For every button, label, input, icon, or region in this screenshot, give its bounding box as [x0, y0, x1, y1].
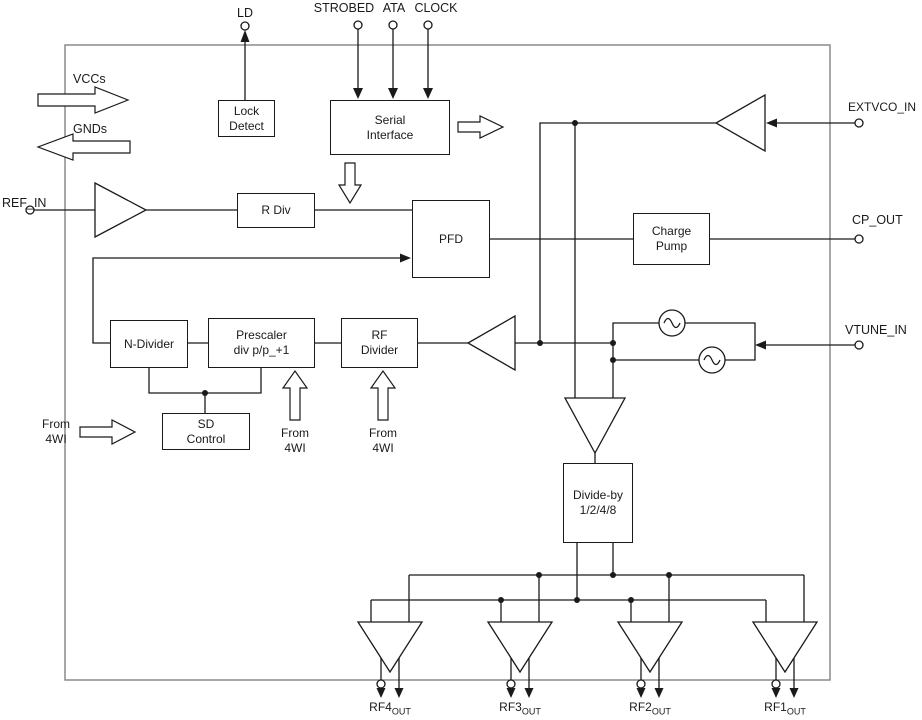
vtune-in-label: VTUNE_IN: [845, 323, 907, 337]
n-divider-block: N-Divider: [110, 320, 188, 368]
rf3-out-text: RF3: [499, 700, 522, 714]
serial-interface-block: Serial Interface: [330, 100, 450, 155]
feedback-to-pfd-wire: [92, 253, 411, 344]
serial-bus-right-arrow-icon: [457, 115, 505, 139]
ref-buffer-icon: [94, 181, 148, 239]
divide-by-block: Divide-by 1/2/4/8: [563, 463, 633, 543]
feedback-buffer-icon: [466, 314, 516, 372]
strobed-pin-label: STROBED: [313, 1, 375, 15]
ata-pin: [388, 20, 398, 99]
rf4-out-label: RF4OUT: [358, 700, 422, 716]
extvco-in-label: EXTVCO_IN: [848, 100, 917, 114]
ld-pin: [240, 21, 250, 100]
clock-pin-label: CLOCK: [414, 1, 458, 15]
rf2-out-label: RF2OUT: [618, 700, 682, 716]
rf1-out-text: RF1: [764, 700, 787, 714]
rf2-buffer-icon: [616, 621, 684, 674]
rf1-buffer-icon: [751, 621, 819, 674]
rf2-output-buffer: [616, 621, 684, 698]
ld-pin-label: LD: [237, 6, 253, 20]
rf3-buffer-icon: [486, 621, 554, 674]
pfd-block: PFD: [412, 200, 490, 278]
vtune-in-pin: [685, 322, 864, 361]
serial-interface-label: Serial Interface: [366, 112, 414, 142]
rf4-out-sub: OUT: [391, 706, 411, 717]
rf3-output-buffer: [486, 621, 554, 698]
n-divider-label: N-Divider: [123, 336, 174, 351]
rf1-out-pin: [771, 679, 781, 689]
charge-pump-block: Charge Pump: [633, 213, 710, 265]
vco-oscillator-icons: [658, 309, 726, 374]
rf3-out-label: RF3OUT: [488, 700, 552, 716]
sd-control-label: SD Control: [186, 416, 226, 446]
chip-boundary: [64, 44, 831, 681]
cp-out-label: CP_OUT: [852, 213, 903, 227]
ata-pin-label: ATA: [382, 1, 406, 15]
rf1-out-label: RF1OUT: [753, 700, 817, 716]
extvco-in-pin: [537, 93, 864, 398]
strobed-pin: [353, 20, 363, 99]
extvco-buffer-icon: [714, 93, 766, 153]
rf2-out-pin: [636, 679, 646, 689]
down-buffer-icon: [563, 397, 627, 455]
vccs-arrow-icon: [37, 86, 130, 114]
rf4-buffer-icon: [356, 621, 424, 674]
from-4wi-label-rfdivider: From 4WI: [369, 426, 397, 455]
sd-control-wires: [148, 368, 262, 413]
sd-control-block: SD Control: [162, 413, 250, 450]
gnds-label: GNDs: [73, 122, 108, 136]
r-div-label: R Div: [261, 203, 291, 217]
rf2-out-sub: OUT: [651, 706, 671, 717]
feedback-chain-wires: [188, 314, 613, 372]
divider-input-buffer: [563, 397, 627, 463]
rf2-out-text: RF2: [629, 700, 652, 714]
serial-bus-down-arrow-icon: [337, 162, 363, 205]
r-div-block: R Div: [237, 193, 315, 228]
ref-in-label: REF_IN: [2, 196, 47, 210]
rf1-output-buffer: [751, 621, 819, 698]
divider-output-wires: [576, 543, 614, 600]
rf1-out-sub: OUT: [786, 706, 806, 717]
from-4wi-label-prescaler: From 4WI: [281, 426, 309, 455]
from-4wi-arrow-prescaler-icon: [281, 369, 309, 421]
vco-output-wires: [610, 322, 699, 398]
rf3-out-sub: OUT: [521, 706, 541, 717]
rf4-out-pin: [376, 679, 386, 689]
ref-in-pin: [25, 181, 237, 239]
rf-divider-block: RF Divider: [341, 318, 418, 368]
clock-pin: [423, 20, 433, 99]
rf4-output-buffer: [356, 621, 424, 698]
from-4wi-label-sd: From 4WI: [42, 417, 70, 446]
rf-divider-label: RF Divider: [360, 328, 399, 357]
rf4-out-text: RF4: [369, 700, 392, 714]
prescaler-block: Prescaler div p/p_+1: [208, 318, 315, 368]
gnds-arrow-icon: [36, 133, 131, 161]
rf3-out-pin: [506, 679, 516, 689]
from-4wi-arrow-rfdivider-icon: [369, 369, 397, 421]
divide-by-label: Divide-by 1/2/4/8: [572, 488, 623, 517]
pfd-label: PFD: [439, 231, 463, 246]
cp-out-pin: [710, 234, 864, 244]
prescaler-label: Prescaler div p/p_+1: [233, 328, 290, 357]
vccs-label: VCCs: [73, 72, 106, 86]
lock-detect-block: Lock Detect: [218, 100, 275, 137]
output-bus-wires: [370, 572, 805, 622]
charge-pump-label: Charge Pump: [651, 224, 692, 253]
from-4wi-arrow-sd-icon: [79, 419, 137, 445]
lock-detect-label: Lock Detect: [229, 103, 264, 133]
